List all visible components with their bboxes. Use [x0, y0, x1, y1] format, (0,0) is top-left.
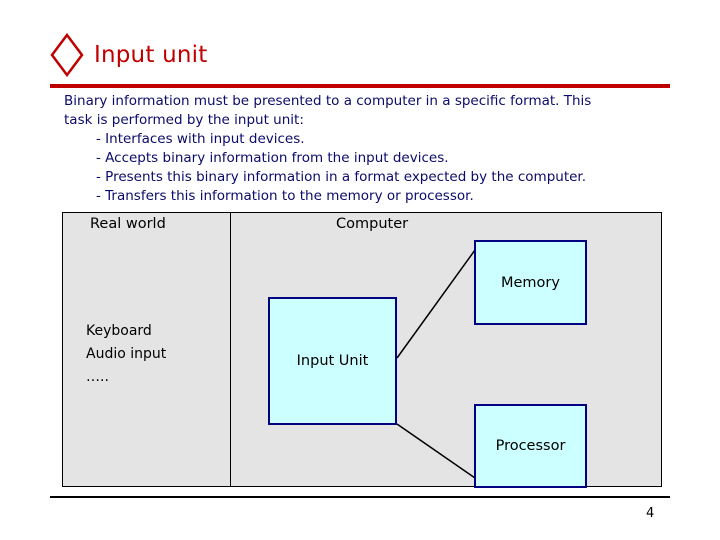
body-line-2: task is performed by the input unit:: [64, 112, 304, 128]
input-devices-list: Keyboard Audio input …..: [86, 320, 166, 389]
footer-divider: [50, 496, 670, 498]
diamond-bullet-icon: [50, 33, 84, 77]
input-unit-box-label: Input Unit: [296, 353, 369, 369]
input-unit-box[interactable]: Input Unit: [268, 297, 397, 425]
memory-box[interactable]: Memory: [474, 240, 587, 325]
body-line-5: - Presents this binary information in a …: [96, 169, 587, 185]
page-title: Input unit: [94, 42, 208, 68]
body-text: Binary information must be presented to …: [64, 92, 674, 206]
computer-label: Computer: [336, 216, 409, 232]
title-divider: [50, 84, 670, 88]
page-number: 4: [646, 506, 655, 521]
body-line-4: - Accepts binary information from the in…: [96, 150, 449, 166]
processor-box[interactable]: Processor: [474, 404, 587, 488]
memory-box-label: Memory: [501, 274, 560, 291]
body-line-1: Binary information must be presented to …: [64, 93, 592, 109]
body-line-6: - Transfers this information to the memo…: [96, 188, 474, 204]
processor-box-label: Processor: [495, 438, 566, 454]
body-line-3: - Interfaces with input devices.: [96, 131, 305, 147]
input-devices-text: Keyboard Audio input …..: [86, 323, 167, 385]
real-world-label: Real world: [90, 216, 166, 232]
diagram-divider: [230, 213, 231, 486]
slide-title-row: Input unit: [50, 30, 207, 80]
